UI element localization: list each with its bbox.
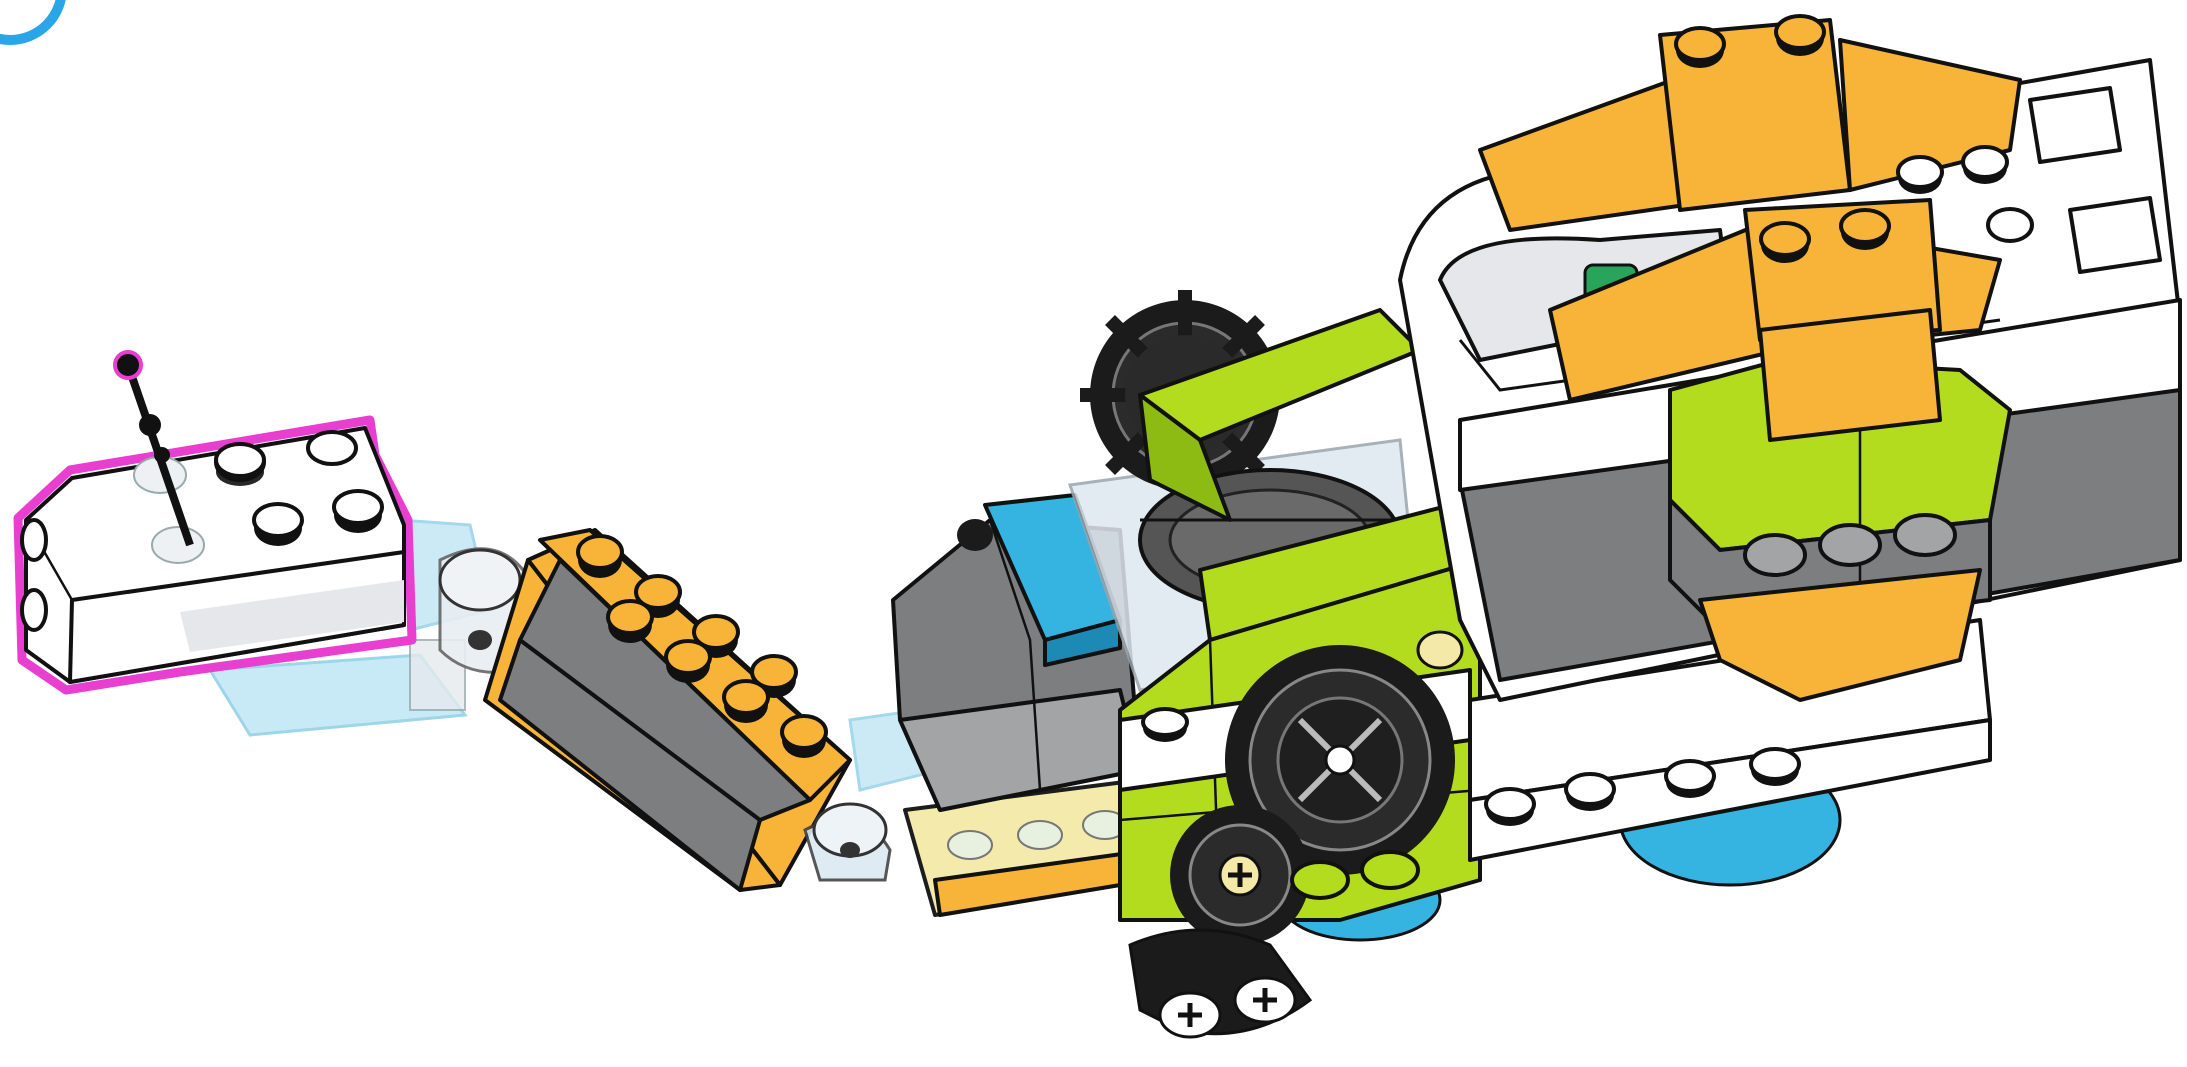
vehicle-body — [893, 16, 2180, 1037]
gear-icon — [1170, 805, 1310, 945]
orange-2x4-brick — [485, 530, 850, 890]
black-connector — [1130, 930, 1310, 1037]
brick-with-antenna — [18, 352, 490, 735]
step-badge-icon — [0, 0, 62, 40]
